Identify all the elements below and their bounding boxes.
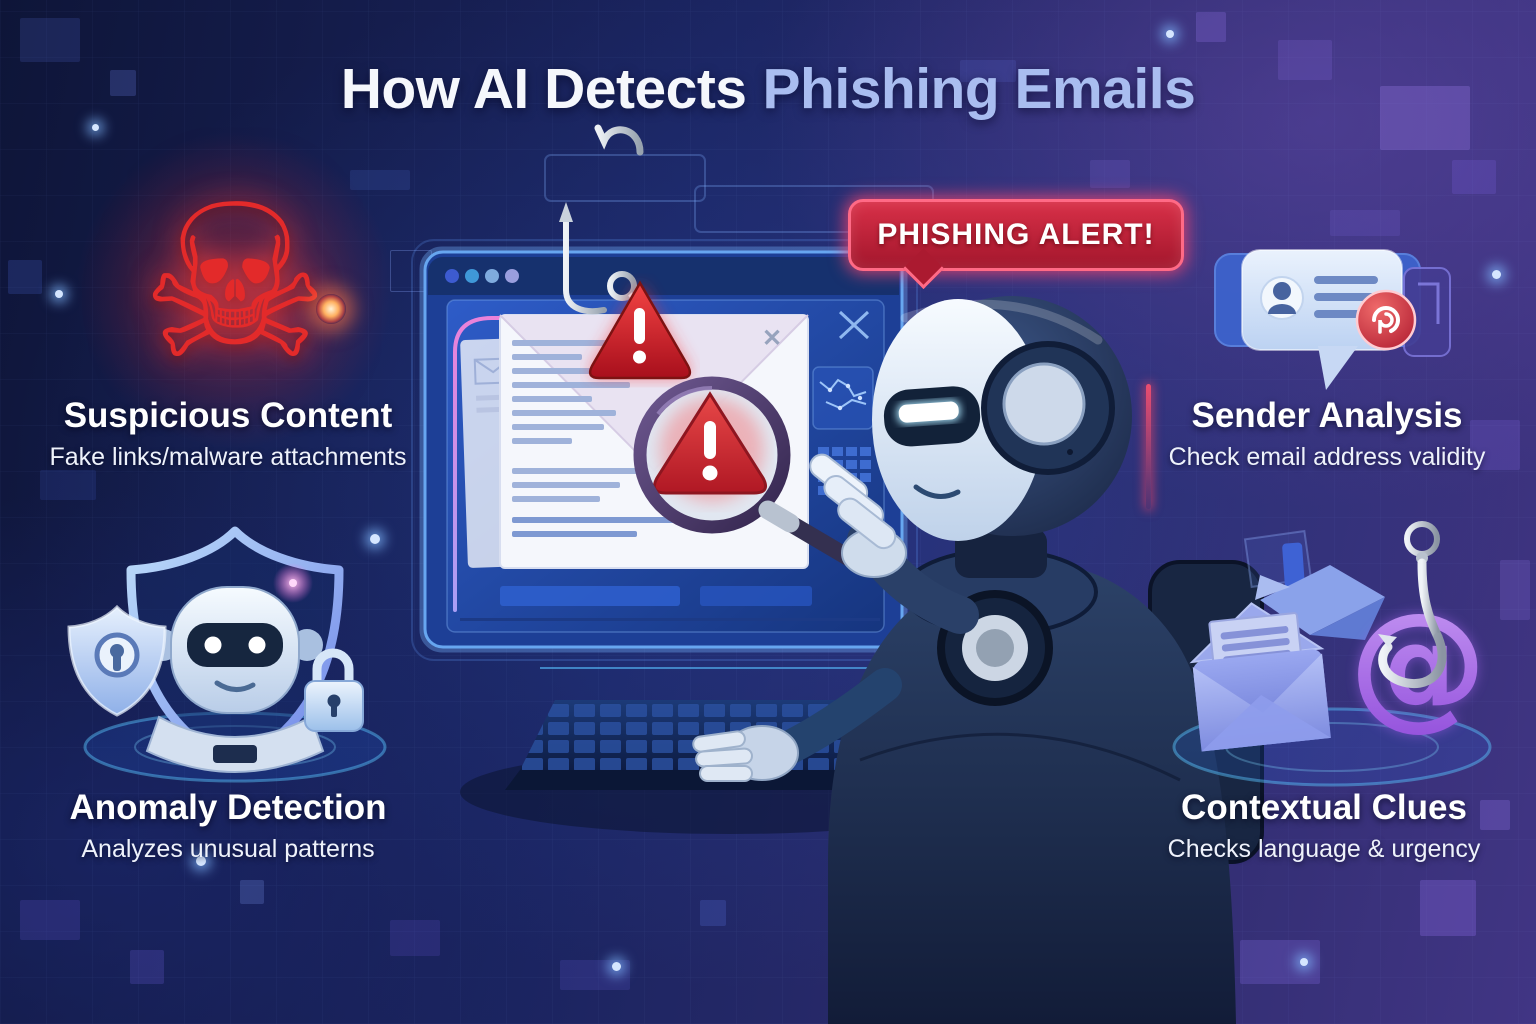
phishing-alert-bubble: PHISHING ALERT!	[848, 199, 1184, 290]
robot-neck	[955, 528, 1047, 578]
window-dots	[445, 269, 519, 283]
feature-sender-analysis: Sender Analysis Check email address vali…	[1128, 396, 1526, 472]
robot-hand-magnifier	[809, 453, 907, 578]
at-symbol: @	[1349, 583, 1487, 744]
feature-subtitle: Analyzes unusual patterns	[81, 835, 375, 863]
email-close-icon: ✕	[762, 325, 782, 352]
shield-robot-lock-icon	[67, 526, 387, 783]
title-highlight: Phishing Emails	[762, 57, 1196, 121]
open-envelope-icon	[1189, 602, 1331, 752]
title-prefix: How AI Detects	[340, 57, 747, 121]
svg-text:@: @	[1349, 583, 1487, 744]
feature-title: Suspicious Content	[63, 396, 393, 435]
robot-head	[872, 296, 1132, 541]
feature-contextual-clues: Contextual Clues Checks language & urgen…	[1118, 788, 1530, 864]
chat-sender-badge-icon	[1214, 249, 1451, 390]
feature-title: Anomaly Detection	[69, 788, 387, 827]
neon-accent-line	[1146, 384, 1151, 509]
magnifier-warning-triangle-icon	[653, 391, 767, 495]
email-text-lines	[512, 340, 640, 502]
feature-title: Contextual Clues	[1181, 788, 1467, 827]
robot-ear	[981, 341, 1115, 475]
feature-subtitle: Fake links/malware attachments	[49, 443, 407, 471]
robot	[692, 296, 1236, 1024]
skull-crossbones-icon: ☠	[139, 164, 331, 401]
sparkle-icon	[316, 294, 346, 324]
mini-shield-icon	[67, 604, 167, 717]
warning-triangle-icon	[588, 280, 692, 380]
feature-subtitle: Check email address validity	[1168, 443, 1486, 471]
feature-anomaly-detection: Anomaly Detection Analyzes unusual patte…	[28, 788, 428, 864]
envelope-at-hook-icon: @ @	[1172, 521, 1492, 787]
phishing-alert-label: PHISHING ALERT!	[877, 218, 1155, 251]
hook-icon	[1378, 521, 1447, 689]
skull-glow	[75, 130, 395, 450]
robot-hand-keyboard	[692, 725, 799, 782]
robot-visor	[883, 386, 981, 447]
fishing-hook-icon	[559, 124, 644, 315]
alert-badge-icon	[1355, 289, 1417, 351]
feature-suspicious-content: Suspicious Content Fake links/malware at…	[28, 396, 428, 472]
ai-panel	[812, 310, 874, 495]
robot-body	[828, 562, 1236, 1024]
robot-smile	[913, 484, 961, 499]
feature-title: Sender Analysis	[1191, 396, 1463, 435]
feature-subtitle: Checks language & urgency	[1167, 835, 1481, 863]
magnifier-icon	[633, 376, 865, 571]
screen-bottom-bars	[460, 586, 880, 621]
padlock-icon	[304, 648, 364, 732]
bowtie-icon	[838, 310, 870, 340]
chat-bubble	[1241, 249, 1403, 390]
